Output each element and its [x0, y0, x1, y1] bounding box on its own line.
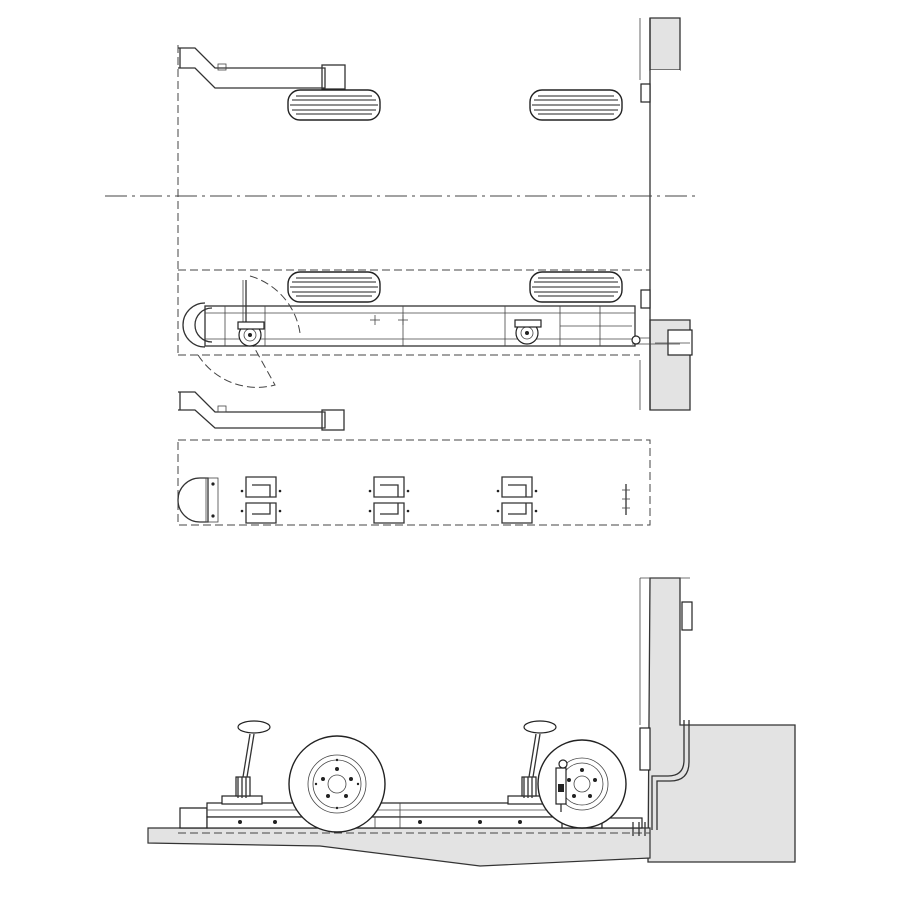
anchor-plate-pair-3 — [496, 476, 538, 524]
anchor-plate-pair-2 — [368, 476, 410, 524]
wheel-top-right — [529, 89, 623, 121]
anchor-bolt-strip — [622, 484, 630, 515]
elevation-anchor-bolt — [632, 822, 646, 836]
plan-clamp-left — [237, 321, 265, 347]
plan-clamp-right — [514, 319, 542, 345]
swing-arc — [197, 275, 301, 388]
elevation-wall — [639, 577, 796, 863]
plan-wall — [639, 17, 693, 411]
wheel-top-left — [287, 89, 381, 121]
lower-arm — [178, 391, 345, 431]
anchor-plate-pair-1 — [240, 476, 282, 524]
elevation-wheel-left — [288, 735, 386, 833]
elevation-wheel-right — [537, 739, 627, 829]
plan-lift-beam — [182, 302, 680, 348]
upper-arm — [178, 47, 346, 90]
lift-column-right — [507, 720, 557, 805]
side-elevation — [147, 577, 796, 867]
floor-profile — [147, 827, 651, 867]
wheel-mid-left — [287, 271, 381, 303]
wheel-mid-right — [529, 271, 623, 303]
anchor-plate-zone — [177, 439, 651, 526]
lift-column-left — [221, 720, 271, 805]
plan-parking-outline — [177, 45, 650, 356]
elevation-clamp-right — [555, 759, 568, 812]
plan-wheels — [287, 89, 623, 303]
plan-view — [105, 17, 700, 526]
